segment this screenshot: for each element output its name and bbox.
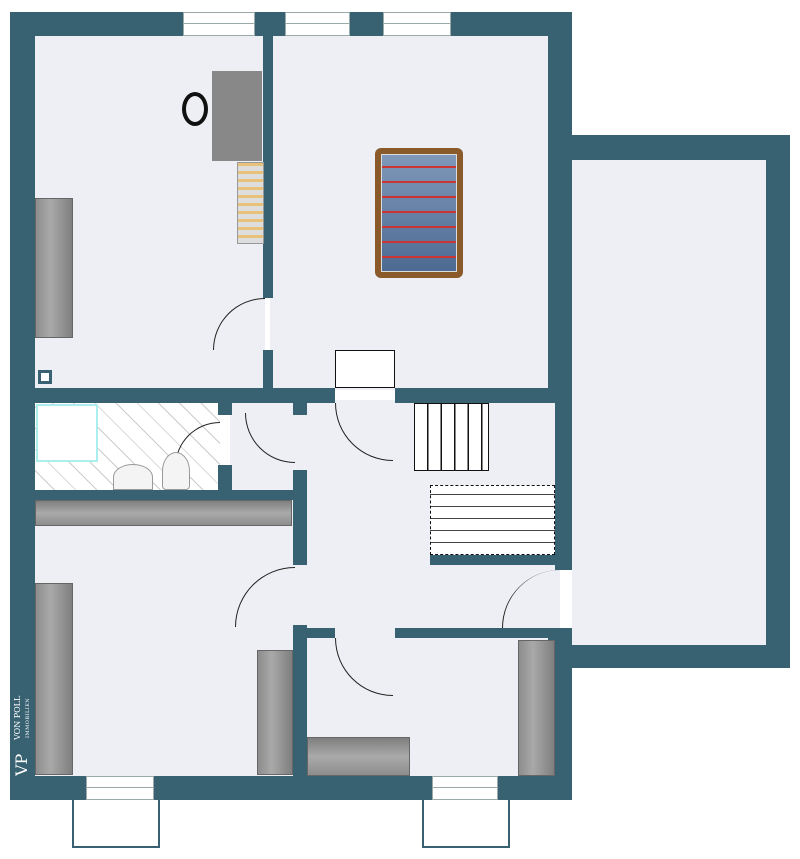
- wall: [263, 35, 273, 298]
- wall: [555, 390, 572, 570]
- window: [285, 12, 350, 36]
- sink: [113, 464, 153, 490]
- wardrobe: [307, 737, 410, 776]
- balcony: [422, 800, 510, 848]
- wall: [10, 12, 35, 800]
- window: [86, 776, 154, 800]
- floor-drain: [38, 370, 52, 384]
- room-bedroom-left: [35, 500, 295, 778]
- wall: [395, 388, 555, 403]
- staircase-up[interactable]: [414, 403, 489, 471]
- wall: [35, 490, 295, 500]
- logo-mark: VP: [12, 753, 31, 776]
- shelf: [237, 162, 264, 244]
- wall: [307, 628, 335, 638]
- wardrobe: [35, 500, 292, 526]
- wardrobe: [35, 198, 73, 338]
- wardrobe: [35, 583, 73, 775]
- wall: [293, 403, 307, 415]
- staircase-down[interactable]: [430, 485, 555, 555]
- wall: [218, 403, 232, 415]
- toilet: [162, 452, 190, 490]
- balcony: [72, 800, 160, 848]
- logo-name: VON POLL: [13, 695, 22, 740]
- window: [183, 12, 255, 36]
- wall: [293, 470, 307, 565]
- wall: [218, 465, 232, 495]
- wall: [395, 628, 548, 638]
- wall: [293, 625, 307, 776]
- window: [432, 776, 498, 800]
- wardrobe: [518, 640, 555, 776]
- foosball-table: [375, 148, 463, 278]
- wall: [572, 645, 790, 668]
- wall: [766, 135, 790, 668]
- desk: [212, 71, 262, 161]
- room-garage: [572, 160, 767, 648]
- wall: [263, 350, 273, 395]
- wardrobe: [257, 650, 293, 775]
- shower: [36, 404, 98, 462]
- wall: [35, 388, 335, 403]
- office-chair: [182, 92, 208, 126]
- foosball-field: [381, 154, 457, 272]
- window: [383, 12, 451, 36]
- logo-subtitle: IMMOBILIEN: [25, 697, 31, 738]
- wall: [548, 135, 790, 160]
- wall: [548, 12, 572, 390]
- wall: [430, 555, 572, 565]
- stair-landing: [335, 350, 395, 388]
